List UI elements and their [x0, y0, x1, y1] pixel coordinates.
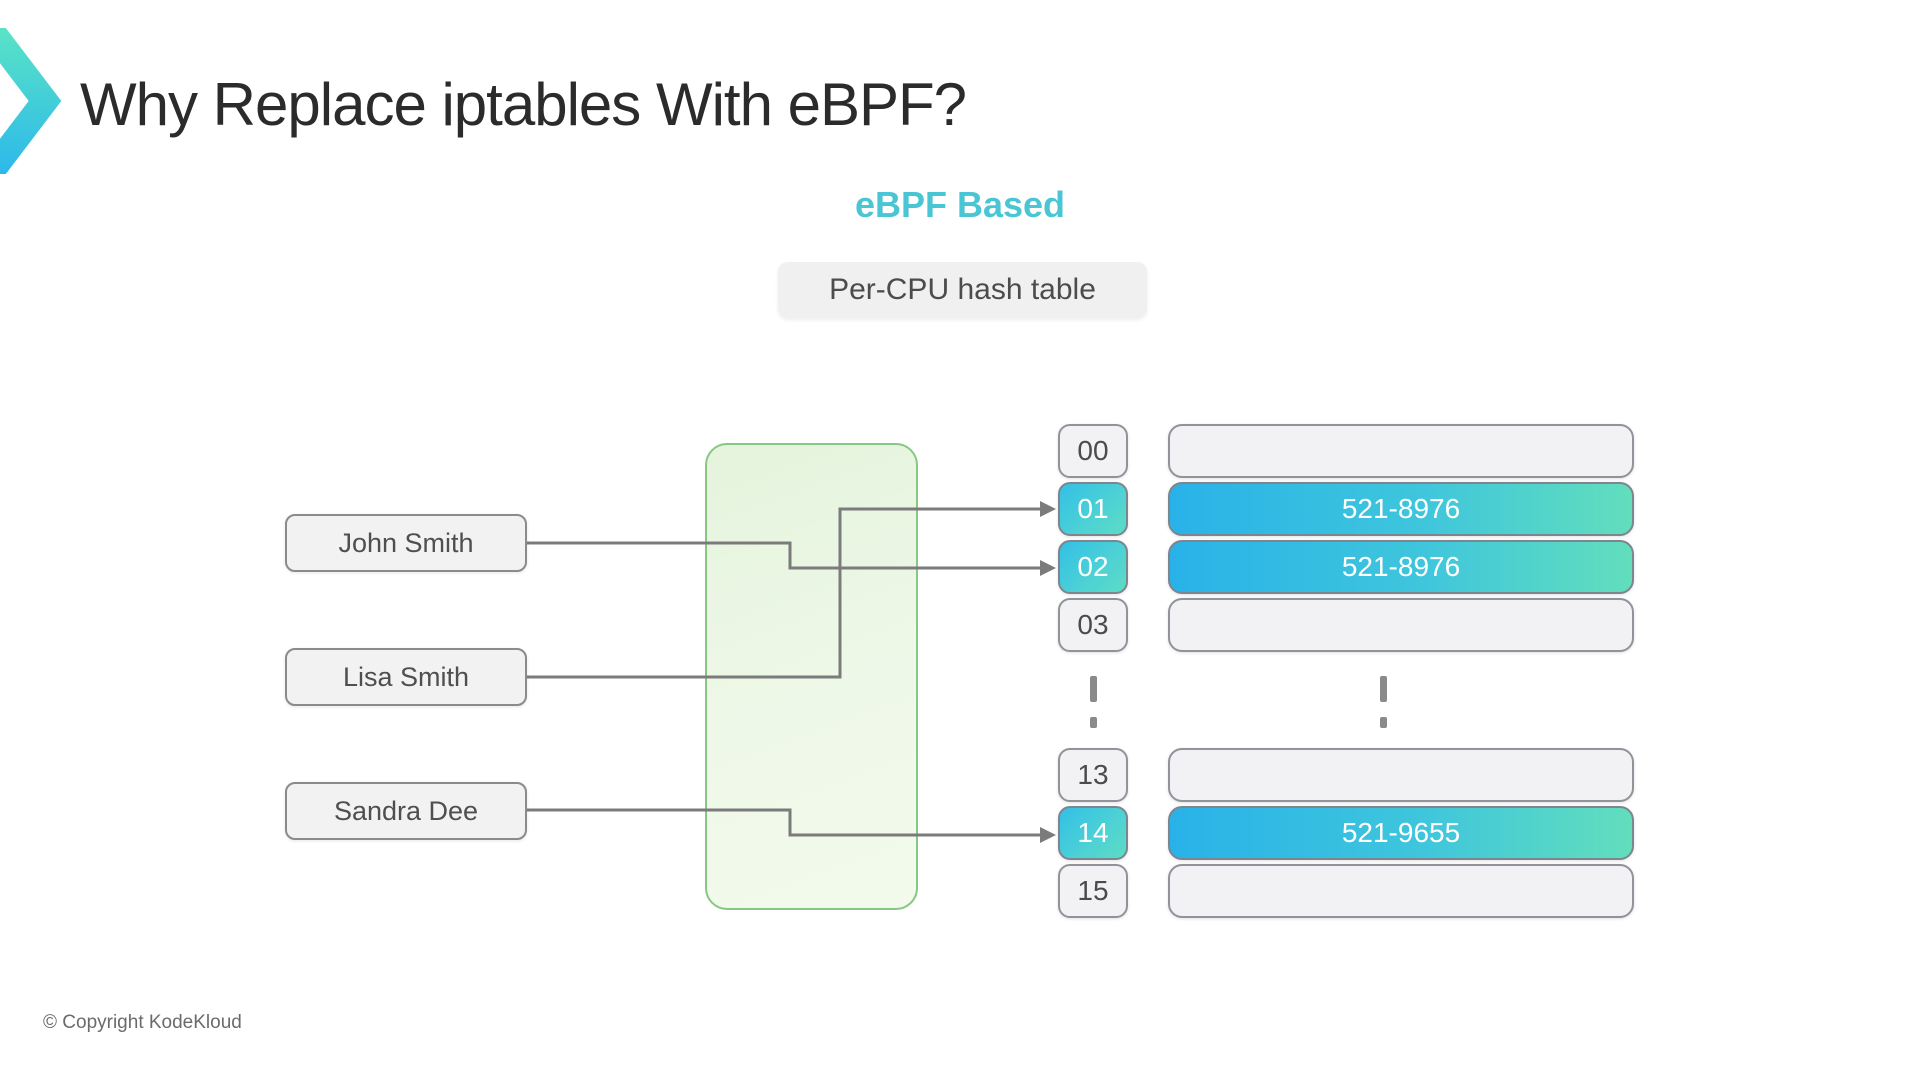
arrowhead-14 [1040, 827, 1056, 843]
name-box: Sandra Dee [285, 782, 527, 840]
bucket-index-label: 14 [1077, 817, 1109, 848]
bucket-value-label: 521-8976 [1341, 551, 1461, 582]
bucket-row: 15 [1058, 864, 1634, 918]
bucket-index-cell: 03 [1058, 598, 1128, 652]
bucket-row: 02 521-8976 [1058, 540, 1634, 594]
copyright-text: © Copyright KodeKloud [43, 1012, 242, 1033]
ellipsis-dash-index [1090, 717, 1097, 728]
bucket-value-cell [1168, 598, 1634, 652]
bucket-index-label: 02 [1077, 551, 1109, 582]
bucket-value-cell [1168, 864, 1634, 918]
bucket-group-top: 00 01 521-8976 02 521 [1058, 424, 1634, 652]
section-label-ebpf-based: eBPF Based [854, 184, 1066, 225]
bucket-value-label: 521-9655 [1341, 817, 1461, 848]
ellipsis-dash-index [1090, 676, 1097, 702]
bucket-row: 14 521-9655 [1058, 806, 1634, 860]
bucket-value-label: 521-8976 [1341, 493, 1461, 524]
bucket-index-cell: 01 [1058, 482, 1128, 536]
key-names-column: John Smith Lisa Smith Sandra Dee [285, 514, 527, 840]
hash-function-panel [705, 443, 918, 910]
bucket-index-cell: 15 [1058, 864, 1128, 918]
bucket-index-cell: 14 [1058, 806, 1128, 860]
bucket-row: 13 [1058, 748, 1634, 802]
arrowhead-01 [1040, 501, 1056, 517]
bucket-value-cell: 521-8976 [1168, 540, 1634, 594]
name-label: Lisa Smith [342, 661, 470, 692]
ellipsis-dash-value [1380, 676, 1387, 702]
ellipsis-dash-value [1380, 717, 1387, 728]
bucket-value-cell: 521-8976 [1168, 482, 1634, 536]
bucket-row: 03 [1058, 598, 1634, 652]
name-label: Sandra Dee [333, 795, 479, 826]
bucket-row: 00 [1058, 424, 1634, 478]
bucket-value-cell [1168, 424, 1634, 478]
bucket-group-bottom: 13 14 521-9655 15 [1058, 748, 1634, 918]
bucket-value-cell: 521-9655 [1168, 806, 1634, 860]
bucket-index-cell: 02 [1058, 540, 1128, 594]
kodekloud-chevron-logo [0, 28, 62, 174]
bucket-row: 01 521-8976 [1058, 482, 1634, 536]
bucket-index-cell: 00 [1058, 424, 1128, 478]
page-title: Why Replace iptables With eBPF? [80, 71, 967, 138]
name-box: John Smith [285, 514, 527, 572]
bucket-index-label: 01 [1077, 493, 1109, 524]
arrowheads [1040, 501, 1056, 843]
name-box: Lisa Smith [285, 648, 527, 706]
bucket-index-cell: 13 [1058, 748, 1128, 802]
bucket-index-label: 03 [1077, 609, 1109, 640]
bucket-index-label: 15 [1077, 875, 1109, 906]
per-cpu-hash-table-pill: Per-CPU hash table [778, 262, 1147, 318]
bucket-index-label: 00 [1077, 435, 1109, 466]
bucket-index-label: 13 [1077, 759, 1109, 790]
name-label: John Smith [338, 527, 474, 558]
bucket-value-cell [1168, 748, 1634, 802]
chevron-shape [0, 28, 62, 174]
arrowhead-02 [1040, 560, 1056, 576]
per-cpu-hash-table-label: Per-CPU hash table [829, 273, 1096, 306]
